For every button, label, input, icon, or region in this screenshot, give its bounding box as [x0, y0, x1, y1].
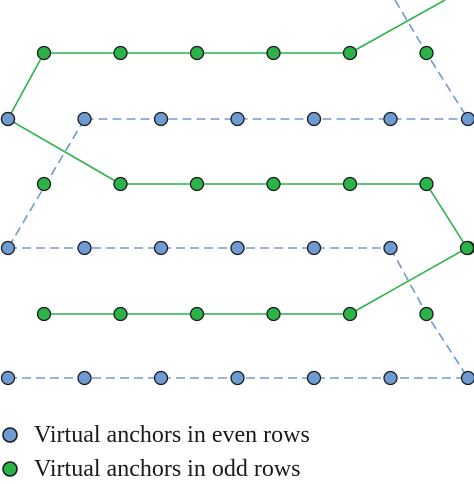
even-anchor — [308, 113, 321, 126]
odd-anchor — [461, 242, 474, 255]
dashed-segment — [395, 0, 468, 119]
odd-anchor — [420, 47, 433, 60]
even-anchor — [308, 242, 321, 255]
dashed-path-even — [8, 0, 468, 378]
even-anchor — [155, 242, 168, 255]
even-anchor — [384, 372, 397, 385]
odd-anchor — [344, 47, 357, 60]
even-anchor — [2, 242, 15, 255]
even-anchor — [78, 113, 91, 126]
even-anchor — [2, 372, 15, 385]
legend-even-label: Virtual anchors in even rows — [34, 422, 310, 449]
even-anchor — [231, 242, 244, 255]
solid-path-odd — [8, 0, 467, 314]
even-anchor — [384, 113, 397, 126]
odd-anchor — [114, 308, 127, 321]
even-anchor — [2, 113, 15, 126]
even-anchor — [155, 372, 168, 385]
odd-anchor — [191, 178, 204, 191]
anchor-diagram — [0, 0, 474, 474]
legend-even-marker — [0, 420, 30, 450]
even-anchor — [155, 113, 168, 126]
odd-anchor — [267, 47, 280, 60]
odd-anchor — [267, 308, 280, 321]
odd-anchor — [38, 47, 51, 60]
solid-segment — [8, 0, 467, 314]
odd-anchor — [344, 178, 357, 191]
odd-anchor — [114, 178, 127, 191]
even-anchor — [231, 372, 244, 385]
even-anchor — [462, 113, 474, 126]
even-anchor — [462, 372, 474, 385]
odd-anchor — [38, 178, 51, 191]
odd-anchor — [420, 178, 433, 191]
even-anchor — [231, 113, 244, 126]
odd-anchor — [191, 47, 204, 60]
odd-anchor — [344, 308, 357, 321]
legend-even: Virtual anchors in even rows — [0, 420, 310, 450]
legend-odd: Virtual anchors in odd rows — [0, 454, 301, 484]
odd-anchor — [267, 178, 280, 191]
legend-odd-label: Virtual anchors in odd rows — [34, 456, 301, 483]
even-anchor — [78, 242, 91, 255]
even-anchor — [78, 372, 91, 385]
odd-anchor — [191, 308, 204, 321]
odd-anchor — [420, 308, 433, 321]
even-anchor — [308, 372, 321, 385]
legend-odd-marker — [0, 454, 30, 484]
odd-anchor — [38, 308, 51, 321]
odd-anchor — [114, 47, 127, 60]
even-anchor — [384, 242, 397, 255]
